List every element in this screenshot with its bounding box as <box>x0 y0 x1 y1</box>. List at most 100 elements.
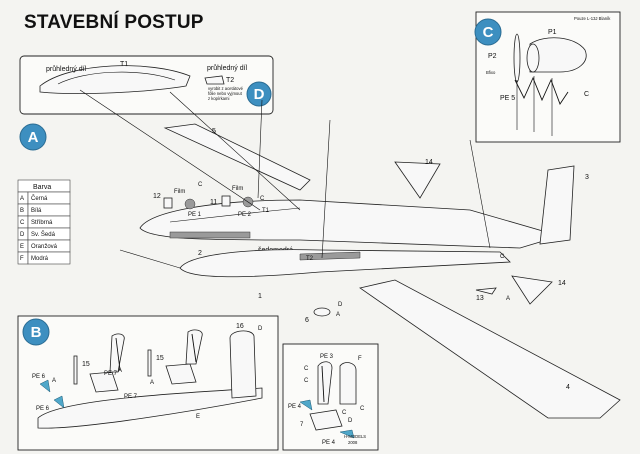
inset-b-panel: 15 15 16 D PE 6 PE 6 PE 7 PE 7 A A A E <box>17 315 279 451</box>
legend-code: C <box>20 220 25 226</box>
color-legend: Barva A Černá B Bílá C Stříbrná D Sv. Še… <box>17 179 71 265</box>
inset-c-engine-cowl <box>529 37 587 73</box>
badge-d-letter: D <box>254 86 265 103</box>
instrument-12 <box>163 197 173 209</box>
badge-b-letter: B <box>31 324 42 341</box>
canopy-t1-label: T1 <box>120 61 128 68</box>
stabilizer-lower <box>511 275 553 305</box>
canopy-note-line1: vyrobit z acetátové <box>208 86 244 91</box>
inset-seat-back <box>317 361 333 405</box>
bulkhead-part <box>229 330 257 399</box>
part-13-label: 13 <box>476 295 484 302</box>
t1-label: T1 <box>262 208 270 214</box>
assembly-leader-lines <box>79 89 491 269</box>
legend-color-name: Oranžová <box>31 244 58 250</box>
canopy-left-label: průhledný díl <box>46 65 87 73</box>
inset-seat-panel-part <box>339 362 357 405</box>
inset-c4-label: C <box>342 410 347 416</box>
c1-label: C <box>198 182 203 188</box>
film2-label: Film <box>232 186 243 192</box>
canopy-front-edge <box>57 71 176 85</box>
legend-row: F Modrá <box>17 251 71 265</box>
part-14-lower-label: 14 <box>558 280 566 287</box>
inset-seat-base <box>309 409 343 431</box>
seat-rear <box>165 363 197 385</box>
inset-pe3-label: PE 3 <box>320 354 334 360</box>
inset-c-leader-lines <box>516 76 553 136</box>
part-12-label: 12 <box>153 193 161 200</box>
instrument-11 <box>221 195 231 207</box>
b-a3-label: A <box>118 368 122 374</box>
part-1-label: 1 <box>258 293 262 300</box>
b-pe6b-label: PE 6 <box>36 406 50 412</box>
part-3-label: 3 <box>585 174 589 181</box>
main-assembly: 5 2 šedomodrá 1 3 14 14 4 6 D A 13 A 12 … <box>79 89 621 419</box>
fuselage-seam <box>169 207 301 223</box>
seat-front-back <box>109 333 125 373</box>
inset-seat-panel: PE 3 C C F C D PE 4 7 C PE 4 H-MODELS 20… <box>282 343 379 451</box>
inset-f-label: F <box>358 356 362 362</box>
canopy-note-line2: fólie nebo vyjmout <box>208 91 243 96</box>
legend-color-name: Modrá <box>31 256 49 262</box>
b-pe6a-label: PE 6 <box>32 374 46 380</box>
tailskid-part <box>475 287 497 295</box>
inset-c3-label: C <box>360 406 365 412</box>
legend-header: Barva <box>33 184 51 191</box>
upper-wing-part <box>163 123 311 191</box>
inset-seat-belt <box>321 365 325 403</box>
b-d-label: D <box>258 326 263 332</box>
inset-c1-label: C <box>304 366 309 372</box>
inset-pe4a-label: PE 4 <box>288 404 302 410</box>
seat-rear-belt <box>191 333 197 363</box>
inset-c-p2: P2 <box>488 53 497 60</box>
badge-a: A <box>19 123 47 151</box>
seat-front <box>89 371 119 393</box>
part-a2-label: A <box>506 296 510 302</box>
canopy-rear-part <box>204 75 225 85</box>
legend-color-name: Stříbrná <box>31 220 53 226</box>
film1-label: Film <box>174 189 185 195</box>
b-a2-label: A <box>150 380 154 386</box>
instrument-dial <box>184 198 196 210</box>
t2-label: T2 <box>306 256 314 262</box>
inset-c-label-c: C <box>584 91 589 98</box>
inset-d-label: D <box>348 418 353 424</box>
badge-b-circle <box>22 318 50 346</box>
c2-label: C <box>260 196 265 202</box>
inset-c-propeller <box>513 33 521 83</box>
inset-c-spinner <box>526 43 540 73</box>
canopy-right-label: průhledný díl <box>207 64 248 72</box>
canopy-front-part <box>39 65 191 94</box>
pedal-pe6b <box>53 395 65 409</box>
legend-code: F <box>20 256 24 262</box>
inset-year: 2008 <box>348 440 358 445</box>
part-5-label: 5 <box>212 128 216 135</box>
inset-7-label: 7 <box>300 422 304 428</box>
page-title: STAVEBNÍ POSTUP <box>24 11 204 33</box>
badge-c: C <box>474 18 502 46</box>
badge-d: D <box>246 81 272 107</box>
inset-brand: H-MODELS <box>344 434 366 439</box>
b-pe7a-label: PE 7 <box>104 371 118 377</box>
legend-row: B Bílá <box>17 203 71 217</box>
legend-row: A Černá <box>17 191 71 205</box>
inset-c-motor-label: Bfixo <box>486 70 496 75</box>
part-4-label: 4 <box>566 384 570 391</box>
inset-c-exhaust <box>514 76 569 105</box>
badge-d-circle <box>246 81 272 107</box>
legend-code: A <box>20 196 24 202</box>
b-e-label: E <box>196 414 200 420</box>
part-a-label: A <box>336 312 340 318</box>
pe2-label: PE 2 <box>238 212 252 218</box>
b-15a-label: 15 <box>82 361 90 368</box>
stabilizer-upper <box>394 161 441 199</box>
part-2-label: 2 <box>198 250 202 257</box>
legend-color-name: Černá <box>31 195 48 202</box>
badge-c-letter: C <box>483 24 494 41</box>
badge-a-letter: A <box>28 129 39 146</box>
inset-pedal-pe4a <box>299 399 313 411</box>
b-pe7b-label: PE 7 <box>124 394 138 400</box>
legend-row: E Oranžová <box>17 239 71 253</box>
